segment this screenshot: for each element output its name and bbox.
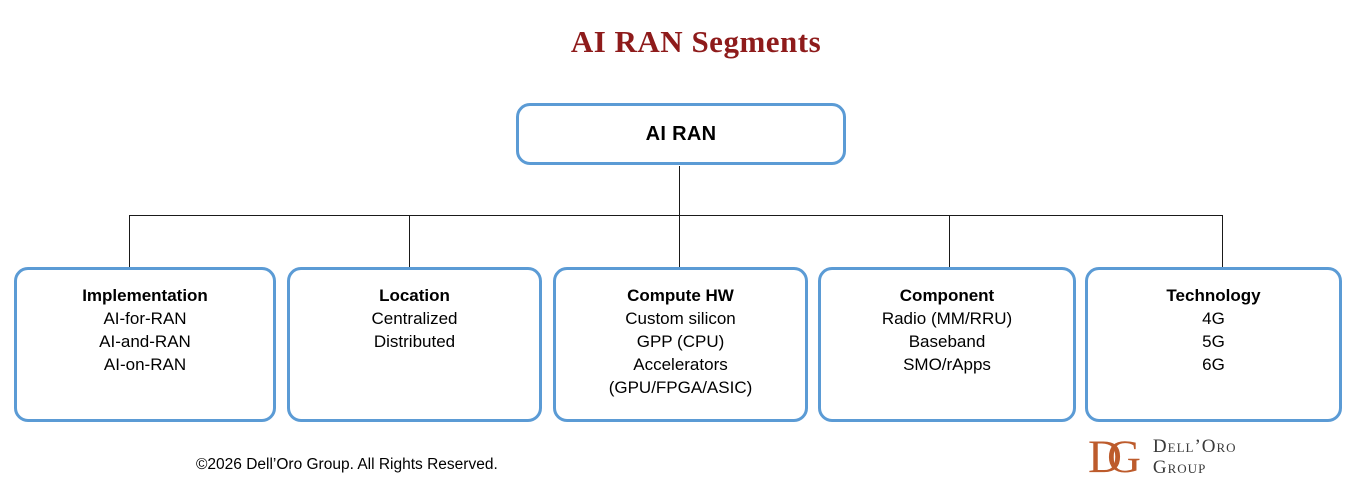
node-compute-hw: Compute HW Custom silicon GPP (CPU) Acce… bbox=[553, 267, 808, 422]
logo-name-line2: Group bbox=[1152, 457, 1207, 478]
branch-item: SMO/rApps bbox=[903, 355, 991, 374]
node-location: Location Centralized Distributed bbox=[287, 267, 542, 422]
branch-heading-implementation: Implementation bbox=[82, 286, 208, 305]
node-component: Component Radio (MM/RRU) Baseband SMO/rA… bbox=[818, 267, 1076, 422]
branch-item: Radio (MM/RRU) bbox=[881, 309, 1013, 328]
branch-item: AI-for-RAN bbox=[103, 309, 187, 328]
node-technology: Technology 4G 5G 6G bbox=[1085, 267, 1342, 422]
monogram-letter-d: D bbox=[1088, 431, 1122, 483]
connector-stem bbox=[679, 166, 681, 215]
branch-item: 4G bbox=[1202, 309, 1225, 328]
logo-wordmark: Dell’Oro Group bbox=[1153, 436, 1237, 478]
node-ai-ran: AI RAN bbox=[516, 103, 846, 165]
connector-horizontal bbox=[129, 215, 1223, 217]
branch-item: Centralized bbox=[371, 309, 458, 328]
branch-item: 5G bbox=[1202, 332, 1225, 351]
branch-item: GPP (CPU) bbox=[636, 332, 725, 351]
logo-name-line1: Dell’Oro bbox=[1152, 436, 1237, 457]
branch-heading-compute-hw: Compute HW bbox=[627, 286, 734, 305]
delloro-monogram-icon: DG bbox=[1088, 431, 1141, 483]
connector-drop-implementation bbox=[129, 215, 131, 267]
monogram-letter-g: G bbox=[1106, 431, 1141, 483]
connector-drop-technology bbox=[1221, 215, 1223, 267]
connector-drop-compute-hw bbox=[679, 215, 681, 267]
branch-item: AI-and-RAN bbox=[99, 332, 191, 351]
branch-item: Accelerators bbox=[633, 355, 728, 374]
branch-item: Distributed bbox=[373, 332, 456, 351]
branch-heading-technology: Technology bbox=[1166, 286, 1261, 305]
connector-drop-location bbox=[409, 215, 411, 267]
branch-heading-component: Component bbox=[899, 286, 995, 305]
node-implementation: Implementation AI-for-RAN AI-and-RAN AI-… bbox=[14, 267, 276, 422]
connector-drop-component bbox=[949, 215, 951, 267]
branch-item: 6G bbox=[1202, 355, 1225, 374]
delloro-logo: DG Dell’Oro Group bbox=[1088, 431, 1237, 483]
node-ai-ran-label: AI RAN bbox=[645, 122, 717, 145]
branch-item: Baseband bbox=[908, 332, 986, 351]
branch-item: (GPU/FPGA/ASIC) bbox=[608, 378, 753, 397]
branch-item: AI-on-RAN bbox=[103, 355, 187, 374]
branch-item: Custom silicon bbox=[625, 309, 736, 328]
branch-heading-location: Location bbox=[379, 286, 450, 305]
copyright-text: ©2026 Dell’Oro Group. All Rights Reserve… bbox=[196, 456, 498, 473]
diagram-title: AI RAN Segments bbox=[570, 24, 822, 59]
